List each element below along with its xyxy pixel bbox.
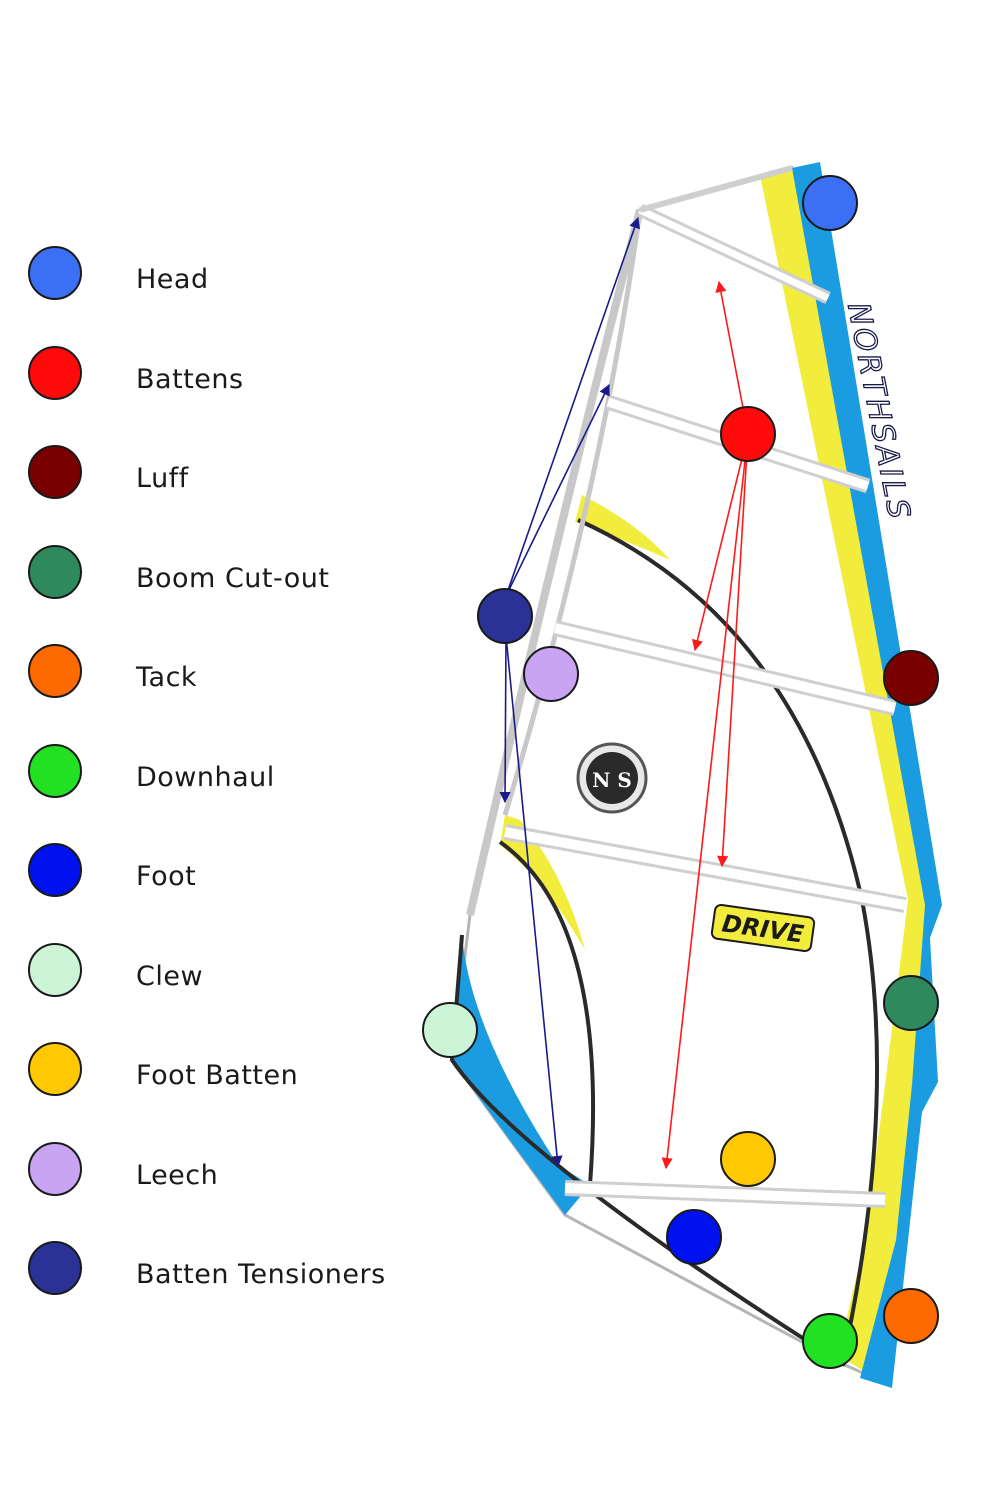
foot-batten-core: [564, 1183, 886, 1205]
legend-item-battens: Battens: [0, 346, 420, 406]
tensioner-arrow-head: [505, 216, 640, 597]
legend-item-batten-tensioners: Batten Tensioners: [0, 1241, 420, 1301]
batten-1-core: [638, 206, 830, 302]
legend-item-tack: Tack: [0, 644, 420, 704]
legend-item-clew: Clew: [0, 943, 420, 1003]
luff-yellow-stripe: [760, 168, 935, 1380]
legend-swatch: [28, 744, 82, 798]
legend-swatch: [28, 545, 82, 599]
tensioner-arrow-batten-2: [505, 383, 610, 597]
marker-foot: [666, 1209, 722, 1265]
batten-3-core: [553, 623, 897, 713]
marker-batten-tensioners: [477, 588, 533, 644]
legend-label: Batten Tensioners: [136, 1259, 386, 1290]
legend-swatch: [28, 1241, 82, 1295]
leech-edge: [466, 209, 644, 916]
batten-4-core: [504, 827, 906, 910]
clew-curve: [498, 840, 596, 1186]
legend-swatch: [28, 1142, 82, 1196]
marker-clew: [422, 1002, 478, 1058]
legend-item-head: Head: [0, 246, 420, 306]
drive-label: DRIVE: [710, 903, 816, 953]
batten-arrow-foot: [661, 433, 749, 1170]
legend-item-leech: Leech: [0, 1142, 420, 1202]
legend-label: Foot Batten: [136, 1060, 299, 1091]
legend-item-luff: Luff: [0, 445, 420, 505]
upper-yellow-panel: [575, 495, 670, 560]
legend-swatch: [28, 246, 82, 300]
marker-luff: [883, 650, 939, 706]
legend-item-boom-cut-out: Boom Cut-out: [0, 545, 420, 605]
batten-arrow-batten-4: [717, 433, 749, 868]
foot-curve: [449, 934, 847, 1367]
legend-label: Head: [136, 264, 209, 295]
legend-label: Downhaul: [136, 762, 275, 793]
legend-swatch: [28, 445, 82, 499]
marker-leech: [523, 646, 579, 702]
legend-label: Tack: [136, 662, 198, 693]
leech-edge-inner: [502, 209, 643, 816]
legend-label: Battens: [136, 364, 244, 395]
legend-item-downhaul: Downhaul: [0, 744, 420, 804]
marker-head: [802, 175, 858, 231]
legend-item-foot: Foot: [0, 843, 420, 903]
marker-downhaul: [802, 1313, 858, 1369]
legend-swatch: [28, 943, 82, 997]
tensioner-arrows: [499, 216, 640, 1168]
legend-swatch: [28, 843, 82, 897]
legend-label: Foot: [136, 861, 197, 892]
legend-swatch: [28, 346, 82, 400]
sail-markers: [422, 175, 939, 1369]
tensioner-arrow-foot: [505, 635, 563, 1168]
ns-logo-text: N S: [592, 768, 632, 792]
mast-sleeve: [792, 162, 942, 1388]
legend-label: Clew: [136, 961, 204, 992]
legend-label: Leech: [136, 1160, 219, 1191]
marker-tack: [883, 1288, 939, 1344]
legend-swatch: [28, 644, 82, 698]
legend-swatch: [28, 1042, 82, 1096]
marker-boom-cutout: [883, 975, 939, 1031]
legend-label: Boom Cut-out: [136, 563, 330, 594]
legend-label: Luff: [136, 463, 189, 494]
marker-battens: [720, 406, 776, 462]
tensioner-arrow-batten-4: [499, 635, 511, 804]
batten-arrow-batten-3: [691, 433, 749, 652]
marker-foot-batten: [720, 1131, 776, 1187]
head-top-edge: [639, 165, 793, 213]
legend-item-foot-batten: Foot Batten: [0, 1042, 420, 1102]
ns-logo: N S: [576, 742, 648, 814]
